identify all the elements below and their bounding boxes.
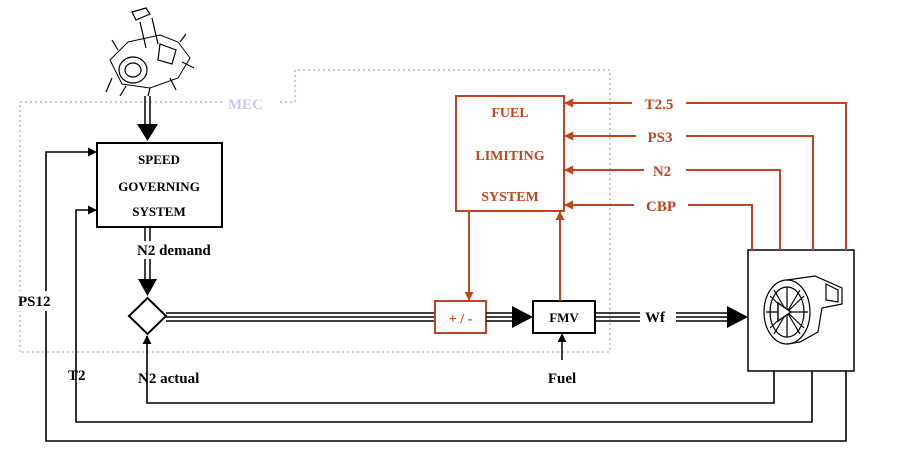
engine-box — [747, 249, 855, 372]
n2-demand-label: N2 demand — [137, 243, 211, 259]
n2-label: N2 — [653, 164, 671, 180]
speed-governing-box — [96, 142, 223, 228]
fuel-limiting-box — [455, 95, 565, 212]
t25-label: T2.5 — [645, 97, 674, 113]
throttle-lever-icon — [105, 7, 195, 97]
fuel-limiting-line2: LIMITING — [475, 149, 544, 164]
speed-governing-line1: SPEED — [138, 152, 180, 167]
cbp-label: CBP — [646, 199, 676, 215]
diamond-comparator-icon — [127, 296, 168, 336]
mec-boundary — [19, 69, 611, 353]
fmv-label: FMV — [549, 310, 579, 325]
speed-governing-line2: GOVERNING — [118, 179, 200, 194]
fuel-limiting-line1: FUEL — [491, 106, 528, 121]
ps3-label: PS3 — [647, 130, 672, 146]
ps12-label: PS12 — [18, 294, 51, 310]
summing-junction-box — [434, 300, 487, 334]
summing-junction-label: + / - — [449, 312, 473, 327]
speed-governing-line3: SYSTEM — [132, 204, 185, 219]
wf-label: Wf — [645, 310, 666, 326]
fuel-label: Fuel — [548, 371, 576, 387]
n2-actual-label: N2 actual — [138, 371, 199, 387]
fuel-limiting-line3: SYSTEM — [481, 190, 539, 205]
mec-label: MEC — [228, 97, 263, 113]
turbofan-engine-icon — [763, 275, 843, 345]
t2-label: T2 — [68, 368, 86, 384]
